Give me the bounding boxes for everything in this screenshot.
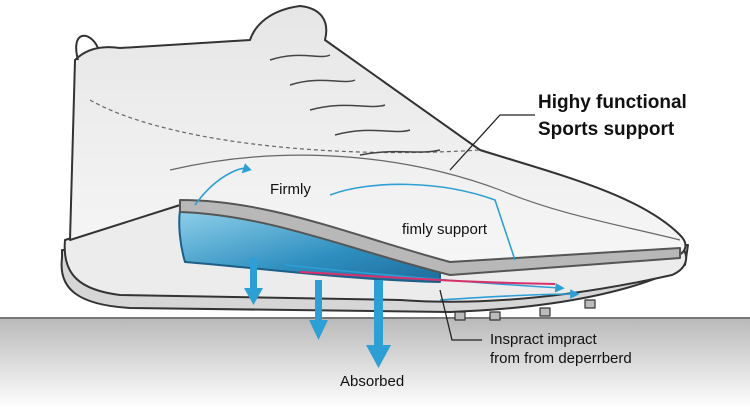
absorb-arrows [244,258,391,368]
label-absorbed: Absorbed [340,373,405,390]
callout-title-line2: Sports support [538,119,675,140]
down-arrow-icon [309,280,328,340]
label-firmly: Firmly [270,181,311,198]
label-impact-line2: from from deperrberd [490,350,632,367]
down-arrow-icon [366,280,391,368]
leader-lines [439,114,535,341]
label-firmly-support: fimly support [402,221,488,238]
label-impact-line1: Inspract impract [490,331,597,348]
flow-lines [194,163,580,301]
callout-title-line1: Highy functional [538,92,687,113]
shoe [60,5,689,321]
down-arrow-icon [244,258,263,305]
